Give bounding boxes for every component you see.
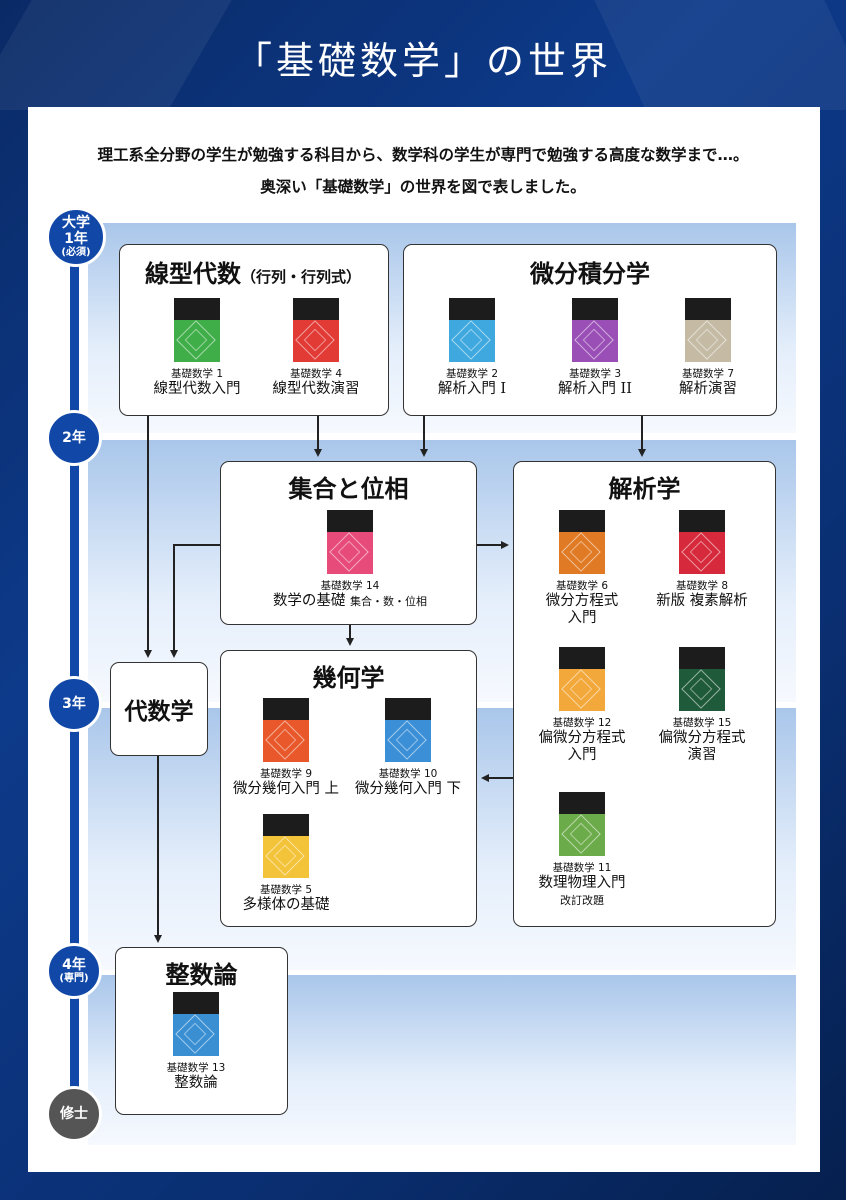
year-marker-4-note: (専門): [59, 973, 89, 985]
book-title: 整数論: [174, 1075, 218, 1091]
book-cover: [559, 792, 605, 856]
box-linear-algebra: [119, 244, 389, 416]
book-title: 解析演習: [679, 381, 737, 397]
box-analysis-title: 解析学: [608, 475, 681, 503]
book-title: 解析入門 II: [557, 381, 633, 397]
book-4: 基礎数学 4 線型代数演習: [246, 298, 386, 398]
book-cover: [449, 298, 495, 362]
linear-subtitle: （行列・行列式）: [241, 268, 362, 286]
box-topology-title: 集合と位相: [288, 475, 409, 503]
book-title: 微分幾何入門 上: [232, 781, 340, 797]
book-title-line2: 入門: [567, 610, 597, 627]
book-series: 基礎数学 10: [378, 768, 438, 780]
book-series: 基礎数学 2: [445, 368, 499, 380]
box-algebra-title: 代数学: [124, 699, 194, 725]
book-series: 基礎数学 8: [675, 580, 729, 592]
year-marker-1-line1: 大学: [62, 215, 90, 232]
book-cover: [685, 298, 731, 362]
box-geometry: [220, 650, 477, 927]
book-title-sub: 集合・数・位相: [350, 595, 428, 608]
year-marker-2: 2年: [46, 410, 102, 466]
book-title: 偏微分方程式: [538, 730, 626, 746]
book-title-line2: 入門: [567, 747, 597, 764]
book-title: 解析入門 I: [437, 381, 507, 397]
book-7: 基礎数学 7 解析演習: [638, 298, 778, 398]
book-2: 基礎数学 2 解析入門 I: [402, 298, 542, 398]
book-title-line2: 演習: [687, 747, 717, 764]
book-series: 基礎数学 14: [320, 580, 380, 592]
book-cover: [327, 510, 373, 574]
book-series: 基礎数学 7: [681, 368, 735, 380]
book-cover: [263, 814, 309, 878]
book-3: 基礎数学 3 解析入門 II: [525, 298, 665, 398]
intro-line-1: 理工系全分野の学生が勉強する科目から、数学科の学生が専門で勉強する高度な数学まで…: [97, 146, 749, 164]
page-title: 「基礎数学」の世界: [233, 39, 612, 83]
box-algebra: [110, 662, 208, 756]
book-13: 基礎数学 13 整数論: [126, 992, 266, 1092]
book-title-sub: 改訂改題: [560, 894, 604, 908]
year-marker-1: 大学 1年 (必須): [46, 207, 106, 267]
book-series: 基礎数学 6: [555, 580, 609, 592]
box-analysis: [513, 461, 776, 927]
year-marker-1-note: (必須): [61, 247, 91, 259]
book-cover: [559, 510, 605, 574]
book-title: 数学の基礎 集合・数・位相: [240, 593, 460, 610]
book-cover: [293, 298, 339, 362]
book-5: 基礎数学 5 多様体の基礎: [216, 814, 356, 914]
book-series: 基礎数学 15: [672, 717, 732, 729]
book-14: 基礎数学 14 数学の基礎 集合・数・位相: [273, 510, 427, 610]
book-11: 基礎数学 11 数理物理入門 改訂改題: [512, 792, 652, 908]
book-cover: [263, 698, 309, 762]
intro-line-2: 奥深い「基礎数学」の世界を図で表しました。: [260, 178, 586, 196]
book-15: 基礎数学 15 偏微分方程式 演習: [632, 647, 772, 765]
year-marker-1-line2: 1年: [64, 231, 88, 248]
book-cover: [174, 298, 220, 362]
year-marker-3: 3年: [46, 676, 102, 732]
book-12: 基礎数学 12 偏微分方程式 入門: [512, 647, 652, 765]
arrow-topology-to-algebra: [170, 544, 220, 658]
book-title: 微分方程式: [545, 593, 619, 609]
book-title: 新版 複素解析: [656, 593, 748, 609]
box-linear-algebra-title: 線型代数（行列・行列式）: [145, 254, 361, 289]
book-cover: [173, 992, 219, 1056]
linear-title: 線型代数: [145, 260, 241, 288]
book-title: 数理物理入門: [538, 875, 626, 891]
book-title: 偏微分方程式: [658, 730, 746, 746]
book-series: 基礎数学 11: [552, 862, 612, 874]
book-title: 多様体の基礎: [242, 897, 330, 913]
book-1: 基礎数学 1 線型代数入門: [127, 298, 267, 398]
book-cover: [559, 647, 605, 711]
master-marker: 修士: [46, 1086, 102, 1142]
master-marker-label: 修士: [60, 1105, 88, 1122]
book-cover: [679, 510, 725, 574]
book-cover: [385, 698, 431, 762]
book-series: 基礎数学 5: [259, 884, 313, 896]
book-6: 基礎数学 6 微分方程式 入門: [512, 510, 652, 628]
book-10: 基礎数学 10 微分幾何入門 下: [338, 698, 478, 798]
box-calculus-title: 微分積分学: [530, 260, 650, 288]
book-series: 基礎数学 12: [552, 717, 612, 729]
book-title: 微分幾何入門 下: [354, 781, 462, 797]
book-title-main: 数学の基礎: [272, 593, 346, 609]
year-marker-4: 4年 (専門): [46, 943, 102, 999]
year-marker-3-label: 3年: [62, 695, 86, 712]
book-series: 基礎数学 13: [166, 1062, 226, 1074]
year-timeline: [70, 230, 79, 1110]
book-series: 基礎数学 3: [568, 368, 622, 380]
box-geometry-title: 幾何学: [312, 664, 385, 692]
box-number-theory-title: 整数論: [165, 961, 238, 989]
year-marker-4-label: 4年: [62, 957, 86, 974]
book-series: 基礎数学 9: [259, 768, 313, 780]
book-9: 基礎数学 9 微分幾何入門 上: [216, 698, 356, 798]
book-8: 基礎数学 8 新版 複素解析: [632, 510, 772, 610]
year-marker-2-label: 2年: [62, 429, 86, 446]
book-series: 基礎数学 4: [289, 368, 343, 380]
book-title: 線型代数演習: [272, 381, 360, 397]
book-cover: [679, 647, 725, 711]
book-title: 線型代数入門: [153, 381, 241, 397]
book-series: 基礎数学 1: [170, 368, 224, 380]
book-cover: [572, 298, 618, 362]
